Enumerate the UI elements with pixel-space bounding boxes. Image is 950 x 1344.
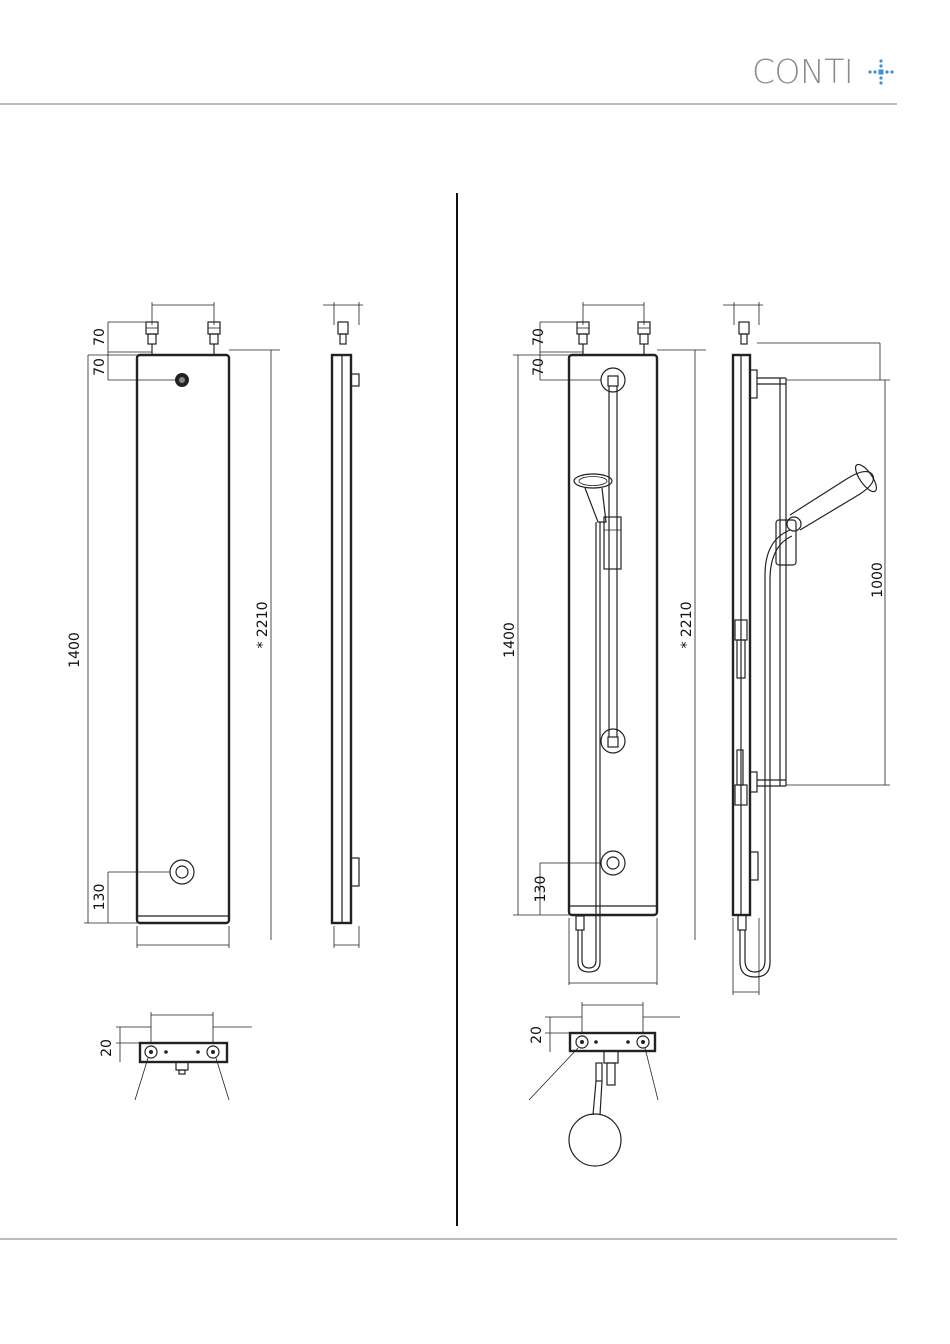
left-plan-view: 20 [99,1012,252,1100]
right-side-view: 1000 [723,302,890,995]
right-front-view: 70 70 1400 130 * 2210 [502,302,706,985]
dim-height: 1400 [67,632,83,668]
dim-rail: 1000 [870,562,886,598]
dim-top-inlet: 70 [92,328,108,346]
dim-top-outlet: 70 [92,358,108,376]
left-front-view: 70 70 1400 130 * 2210 [67,302,280,948]
dim-total: * 2210 [255,601,271,648]
right-dim-total: * 2210 [679,601,695,648]
right-plan-depth: 20 [529,1026,545,1044]
left-side-view [323,302,363,948]
right-dim-top-outlet: 70 [531,358,547,376]
outlet-icon [170,860,194,884]
plan-depth: 20 [99,1039,115,1057]
right-dim-bottom: 130 [533,876,549,903]
right-dim-height: 1400 [502,622,518,658]
right-outlet-icon [601,851,625,875]
right-dim-top-inlet: 70 [531,328,547,346]
plan-shower-head-icon [569,1114,621,1166]
right-plan-view: 20 [529,1002,680,1166]
dim-bottom: 130 [92,884,108,911]
